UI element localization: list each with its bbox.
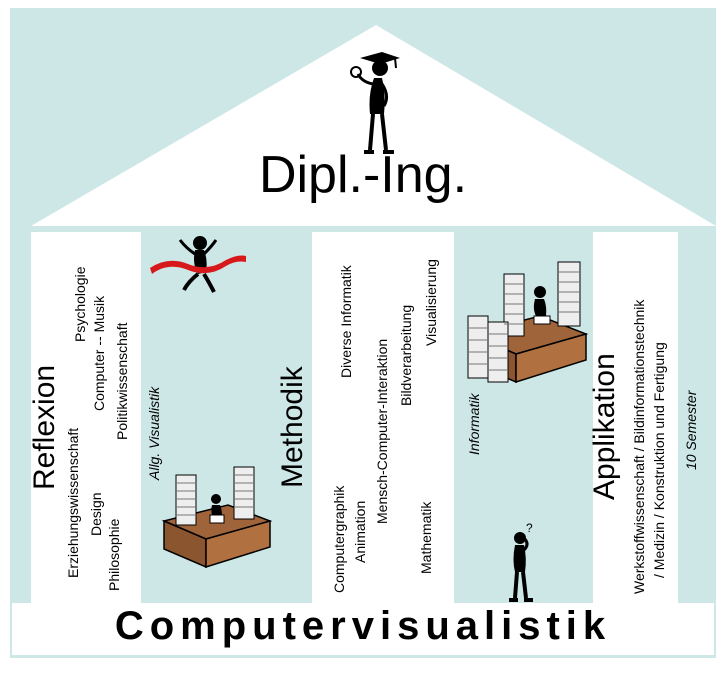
runner-finish-icon [150, 236, 246, 293]
applikation-subject: Werkstoffwissenschaft / Bildinformations… [631, 299, 647, 594]
base-plinth [12, 603, 714, 655]
base-label: Computervisualistik [114, 604, 612, 648]
reflexion-subject: Design [88, 492, 104, 536]
reflexion-subject: Politikwissenschaft [114, 322, 130, 441]
wall-methodik [312, 232, 454, 604]
svg-text:?: ? [526, 521, 533, 535]
thinking-figure-icon: ? [509, 521, 533, 602]
graduate-figure-icon [350, 52, 400, 154]
methodik-subject: Mathematik [418, 501, 434, 574]
methodik-subject: Diverse Informatik [338, 265, 354, 378]
wall-applikation [593, 232, 678, 604]
informatik-label: Informatik [466, 393, 482, 455]
methodik-subject: Animation [352, 500, 368, 563]
reflexion-heading: Reflexion [28, 364, 61, 490]
reflexion-subject: Computer -- Musik [91, 295, 107, 411]
methodik-heading: Methodik [276, 366, 309, 488]
applikation-subject: / Medizin / Konstruktion und Fertigung [651, 342, 667, 578]
wall-reflexion [31, 232, 141, 604]
semester-label: 10 Semester [683, 390, 699, 470]
reflexion-subject: Psychologie [72, 266, 88, 343]
methodik-subject: Mensch-Computer-Interaktion [374, 338, 390, 524]
methodik-subject: Computergraphik [331, 485, 347, 593]
methodik-subject: Visualisierung [423, 259, 439, 346]
reflexion-subject: Erziehungswissenschaft [65, 427, 81, 578]
reflexion-subject: Philosophie [106, 518, 122, 591]
methodik-subject: Bildverarbeitung [398, 304, 414, 406]
desk-with-paper-stacks-icon [161, 466, 273, 569]
degree-title: Dipl.-Ing. [258, 146, 468, 204]
applikation-heading: Applikation [588, 353, 621, 500]
desk-with-paper-stacks-icon [467, 261, 589, 384]
